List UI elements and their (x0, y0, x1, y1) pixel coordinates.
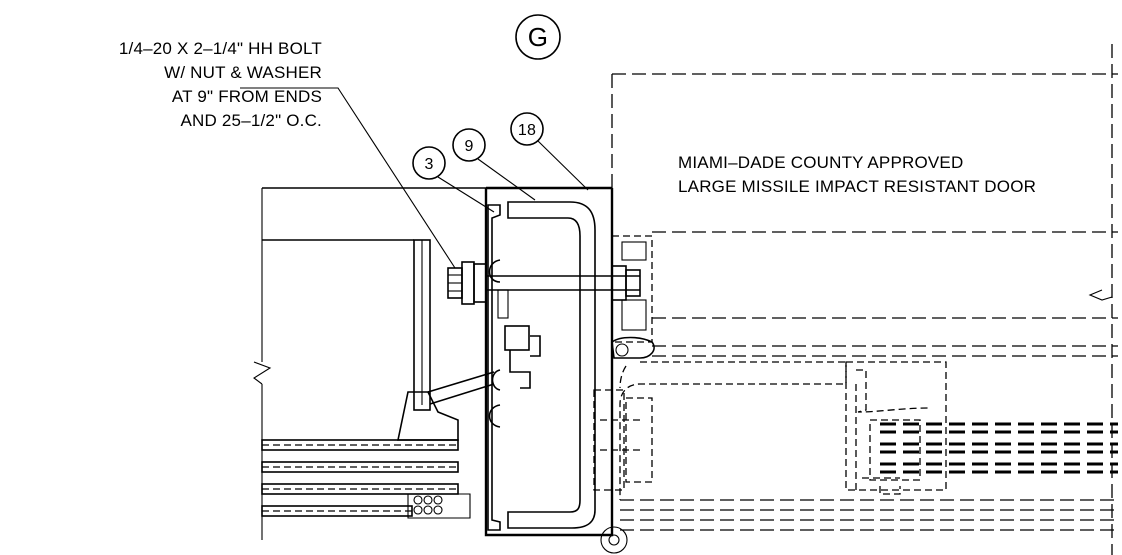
bolt-note-line-1: 1/4–20 X 2–1/4" HH BOLT (119, 39, 322, 58)
part-tag-9: 9 (452, 128, 536, 201)
reinforcement-channel (507, 201, 596, 529)
door-note-line-2: LARGE MISSILE IMPACT RESISTANT DOOR (678, 177, 1036, 196)
part-tag-3-label: 3 (424, 156, 433, 173)
existing-frame-left (253, 187, 612, 540)
detail-marker-label: G (528, 22, 548, 52)
fastener-circle (600, 526, 628, 554)
door-stile-right (845, 361, 947, 495)
door-outline-dashed (593, 44, 1118, 555)
part-tag-3: 3 (412, 146, 495, 213)
door-jamb-profile (611, 235, 655, 359)
door-glazing-right (880, 422, 1118, 474)
bolt-leader-line (240, 87, 456, 269)
bolt (447, 261, 641, 305)
glazing-lites-left (261, 371, 495, 519)
mullion-extrusion (484, 186, 614, 537)
detail-marker: G (515, 14, 561, 60)
bolt-note-line-2: W/ NUT & WASHER (164, 63, 322, 82)
part-tag-18: 18 (510, 112, 589, 191)
part-tag-9-label: 9 (464, 138, 473, 155)
door-note: MIAMI–DADE COUNTY APPROVED LARGE MISSILE… (678, 153, 1036, 196)
bolt-note-line-3: AT 9" FROM ENDS (172, 87, 322, 106)
bolt-note: 1/4–20 X 2–1/4" HH BOLT W/ NUT & WASHER … (119, 39, 456, 269)
door-note-line-1: MIAMI–DADE COUNTY APPROVED (678, 153, 963, 172)
bolt-note-line-4: AND 25–1/2" O.C. (180, 111, 322, 130)
part-tag-18-label: 18 (518, 122, 536, 139)
